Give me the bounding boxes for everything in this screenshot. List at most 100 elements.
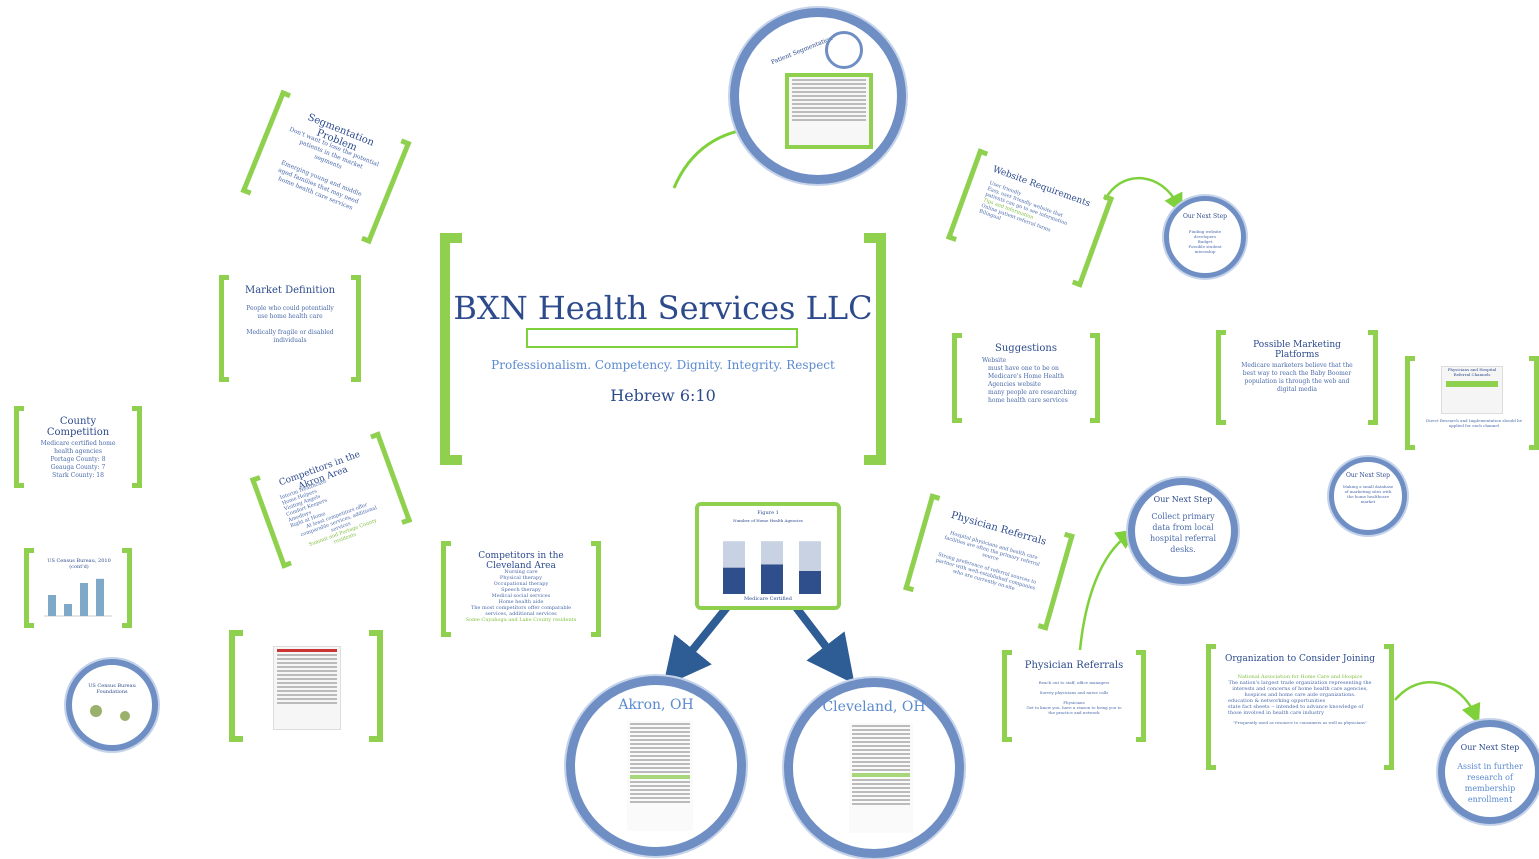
suggestions-frame[interactable]: Suggestions Website must have one to be …	[952, 333, 1100, 423]
center-chart-bar	[723, 541, 745, 568]
next-step-1-item: Possible student internship	[1188, 244, 1222, 254]
center-chart-bar	[723, 567, 745, 594]
next-step-1-item: Budget	[1197, 239, 1213, 244]
census-circle-title: US Census Bureau Foundations	[88, 683, 136, 695]
organization-item: education & networking opportunities	[1228, 698, 1326, 704]
census-chart-bar	[64, 604, 72, 616]
organization-title: Organization to Consider Joining	[1224, 654, 1376, 664]
table-thumbnail-frame[interactable]	[229, 630, 383, 742]
organization-frame[interactable]: Organization to Consider Joining Nationa…	[1206, 644, 1394, 770]
left-bracket	[440, 233, 462, 465]
right-bracket	[864, 233, 886, 465]
patient-segmentation-circle[interactable]: Patient Segmentation	[730, 8, 906, 184]
county-competition-body: Medicare certified home health agencies …	[36, 440, 120, 480]
market-definition-frame[interactable]: Market Definition People who could poten…	[219, 275, 361, 382]
website-requirements-body: User friendly Easy, user friendly websit…	[978, 180, 1084, 248]
main-subtitle: Professionalism. Competency. Dignity. In…	[491, 358, 835, 372]
market-definition-line1: People who could potentially use home he…	[246, 305, 334, 320]
census-circle[interactable]: US Census Bureau Foundations	[66, 659, 158, 751]
center-chart-bar	[799, 541, 821, 571]
census-chart-bar	[80, 583, 88, 616]
main-verse: Hebrew 6:10	[610, 386, 716, 405]
center-chart-caption: Number of Home Health Agencies	[733, 518, 803, 523]
census-chart-bar	[96, 578, 104, 616]
arrow-to-cleveland	[791, 603, 855, 685]
akron-title: Akron, OH	[618, 697, 694, 713]
akron-table-thumb	[627, 721, 693, 831]
cleveland-circle[interactable]: Cleveland, OH	[784, 678, 964, 858]
arrow-to-next-step-1	[1103, 176, 1183, 214]
marketing-thumb: Physicians and Hospital Referral Channel…	[1441, 366, 1503, 414]
next-step-1-body: Finding website developers Budget Possib…	[1178, 229, 1233, 254]
census-chart-frame[interactable]: US Census Bureau, 2010 (cont'd)	[24, 548, 132, 628]
county-item: Stark County: 18	[52, 472, 104, 479]
county-competition-frame[interactable]: County Competition Medicare certified ho…	[14, 406, 142, 488]
cleveland-title: Cleveland, OH	[822, 699, 926, 715]
cleveland-table-thumb	[849, 723, 913, 833]
organization-name: National Association for Home Care and H…	[1237, 674, 1363, 680]
next-step-1-circle[interactable]: Our Next Step Finding website developers…	[1164, 196, 1246, 278]
center-chart-bar	[761, 541, 783, 565]
possible-marketing-body: Medicare marketers believe that the best…	[1241, 362, 1353, 393]
globe-icon	[120, 711, 130, 721]
people-icon	[825, 31, 863, 69]
marketing-thumb-frame[interactable]: Physicians and Hospital Referral Channel…	[1405, 356, 1539, 450]
census-chart-bar	[48, 595, 56, 616]
center-chart-title: Figure 1	[757, 510, 779, 516]
next-step-4-circle[interactable]: Our Next Step Assist in further research…	[1438, 720, 1539, 824]
globe-icon	[90, 705, 102, 717]
organization-description: The nation's largest trade organization …	[1228, 680, 1372, 698]
next-step-4-title: Our Next Step	[1460, 743, 1520, 752]
market-definition-body: People who could potentially use home he…	[241, 305, 339, 345]
cleveland-competitor-item: Speech therapy	[501, 587, 541, 593]
organization-body: National Association for Home Care and H…	[1228, 674, 1372, 726]
county-competition-title: County Competition	[46, 416, 110, 438]
next-step-2-circle[interactable]: Our Next Step Making a small database of…	[1329, 457, 1407, 535]
next-step-2-body: Making a small database of marketing sit…	[1342, 484, 1394, 504]
cleveland-competitor-item: Medical social services	[491, 593, 551, 599]
suggestion-item: must have one to be on Medicare's Home H…	[988, 365, 1064, 388]
next-step-4-body: Assist in further research of membership…	[1457, 762, 1523, 804]
physician-referrals-2-line: Survey physicians and nurse calls	[1039, 690, 1109, 695]
center-chart-legend: Medicare Certified	[744, 596, 792, 602]
competitors-cleveland-frame[interactable]: Competitors in the Cleveland Area Nursin…	[441, 541, 601, 637]
organization-item: state fact sheets -- intended to advance…	[1228, 704, 1364, 716]
possible-marketing-frame[interactable]: Possible Marketing Platforms Medicare ma…	[1216, 330, 1378, 425]
physician-referrals-2-body: Reach out to staff, office managers Surv…	[1024, 680, 1124, 715]
arrow-to-next-step-3	[1078, 529, 1137, 651]
suggestions-body: Website must have one to be on Medicare'…	[982, 357, 1078, 405]
county-item: Portage County: 8	[50, 456, 106, 463]
competitors-cleveland-body: Nursing care Physical therapy Occupation…	[463, 569, 579, 623]
suggestions-title: Suggestions	[995, 343, 1057, 354]
cleveland-competitor-item: Occupational therapy	[493, 581, 549, 587]
center-chart-frame[interactable]: Figure 1 Number of Home Health Agencies …	[695, 502, 841, 610]
cleveland-note: The most competitors offer comparable se…	[470, 605, 572, 617]
center-chart-bar	[761, 564, 783, 594]
next-step-3-circle[interactable]: Our Next Step Collect primary data from …	[1128, 478, 1238, 584]
physician-referrals-2-line: Get to know you, have a reason to bring …	[1026, 705, 1122, 715]
county-competition-intro: Medicare certified home health agencies	[40, 440, 116, 455]
next-step-3-body: Collect primary data from local hospital…	[1149, 512, 1217, 554]
census-chart	[44, 578, 112, 617]
county-item: Geauga County: 7	[50, 464, 106, 471]
next-step-3-title: Our Next Step	[1153, 495, 1213, 504]
competitors-cleveland-title: Competitors in the Cleveland Area	[478, 551, 564, 571]
cleveland-competitor-item: Home health aide	[498, 599, 544, 605]
cleveland-note2: Some Cuyahoga and Lake County residents	[465, 617, 577, 623]
physician-referrals-2-line: Reach out to staff, office managers	[1038, 680, 1110, 685]
cleveland-competitor-item: Physical therapy	[499, 575, 543, 581]
suggestions-intro: Website	[982, 357, 1007, 364]
arrow-to-akron	[662, 603, 732, 687]
main-frame[interactable]: BXN Health Services LLC Professionalism.…	[440, 233, 886, 465]
arrow-to-next-step-4	[1394, 681, 1481, 725]
marketing-thumb-caption: Direct Research and Implementation shoul…	[1426, 418, 1522, 428]
marketing-thumb-title: Physicians and Hospital Referral Channel…	[1447, 367, 1497, 377]
next-step-2-title: Our Next Step	[1346, 472, 1390, 479]
physician-referrals-2-line: Physicians	[1063, 700, 1085, 705]
suggestion-item: many people are researching home health …	[988, 389, 1077, 404]
census-chart-title: US Census Bureau, 2010 (cont'd)	[47, 558, 111, 570]
physician-referrals-2-frame[interactable]: Physician Referrals Reach out to staff, …	[1002, 650, 1146, 742]
akron-circle[interactable]: Akron, OH	[566, 676, 746, 856]
next-step-1-title: Our Next Step	[1183, 213, 1227, 220]
